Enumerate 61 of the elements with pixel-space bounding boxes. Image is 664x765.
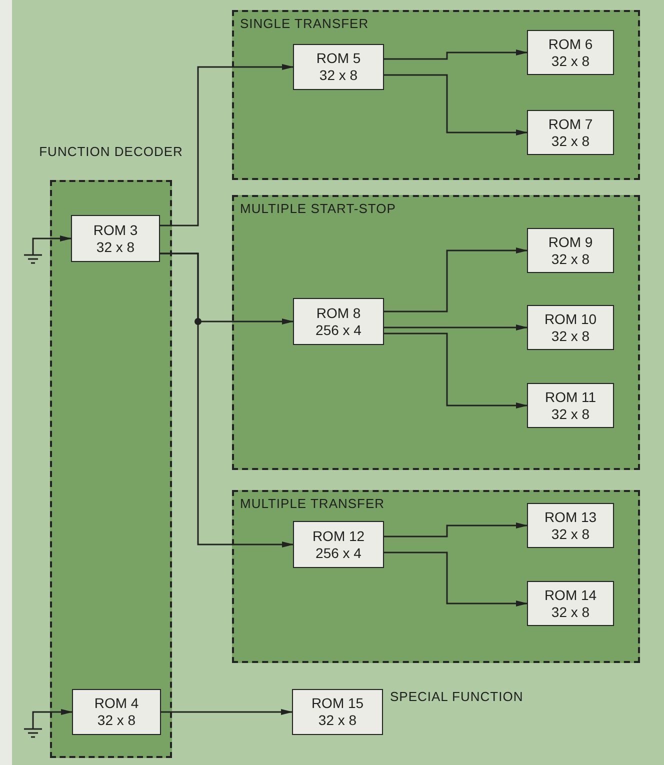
side-caption: SPECIAL FUNCTION [390, 689, 524, 704]
connector-arrow [32, 236, 72, 248]
rom-label: ROM 12 [312, 528, 365, 544]
rom-label: 32 x 8 [97, 712, 136, 729]
rom-label: ROM 7 [548, 116, 593, 132]
rom-box [72, 689, 161, 735]
rom-label: ROM 9 [548, 234, 593, 250]
connector-arrow [384, 324, 528, 330]
rom-box [527, 383, 614, 428]
rom-box [71, 215, 160, 262]
rom-label: ROM 10 [544, 310, 597, 328]
rom-box [527, 305, 614, 350]
rom-label: ROM 14 [544, 586, 597, 604]
dashed-group-panel [232, 490, 640, 663]
rom-label: 32 x 8 [551, 328, 590, 344]
group-heading: SINGLE TRANSFER [240, 16, 369, 31]
connector-arrow [384, 248, 528, 312]
rom-box [527, 228, 614, 273]
rom-label: 256 x 4 [316, 322, 362, 338]
rom-box [293, 44, 384, 90]
rom-label: ROM 6 [548, 36, 593, 52]
rom-label: 32 x 8 [551, 52, 590, 70]
rom-label: 256 x 4 [316, 544, 362, 562]
dashed-group-panel [232, 10, 640, 180]
rom-box [527, 110, 614, 155]
connector-arrow [160, 64, 294, 226]
rom-box [293, 298, 384, 345]
connector-arrow [160, 252, 294, 548]
connector-arrow [384, 50, 528, 60]
group-heading: MULTIPLE TRANSFER [240, 496, 385, 511]
rom-box [293, 521, 384, 568]
rom-label: ROM 13 [544, 508, 597, 526]
connector-arrow [384, 522, 528, 538]
rom-label: ROM 3 [93, 222, 138, 238]
ground-symbol [22, 722, 44, 738]
rom-box [292, 689, 383, 735]
rom-label: 32 x 8 [318, 712, 357, 729]
rom-label: ROM 4 [94, 695, 139, 712]
connector-arrow [32, 709, 73, 722]
rom-label: 32 x 8 [551, 250, 590, 268]
rom-box [527, 30, 614, 75]
connector-arrow [384, 332, 528, 408]
group-heading: MULTIPLE START-STOP [240, 201, 396, 216]
rom-label: ROM 8 [316, 304, 361, 322]
rom-label: 32 x 8 [551, 406, 590, 422]
rom-label: 32 x 8 [551, 604, 590, 620]
rom-label: ROM 5 [316, 50, 361, 67]
rom-label: 32 x 8 [319, 67, 358, 84]
rom-label: 32 x 8 [551, 132, 590, 150]
ground-symbol [22, 248, 44, 264]
rom-box [527, 503, 614, 548]
rom-box [527, 581, 614, 626]
dashed-group-panel [232, 195, 640, 470]
connector-arrow [384, 552, 528, 606]
connector-arrow [161, 709, 293, 715]
rom-label: 32 x 8 [96, 238, 135, 256]
group-heading: FUNCTION DECODER [38, 144, 184, 160]
connector-arrow [384, 74, 528, 136]
rom-label: ROM 15 [311, 695, 364, 712]
rom-label: 32 x 8 [551, 526, 590, 542]
rom-label: ROM 11 [544, 388, 596, 406]
